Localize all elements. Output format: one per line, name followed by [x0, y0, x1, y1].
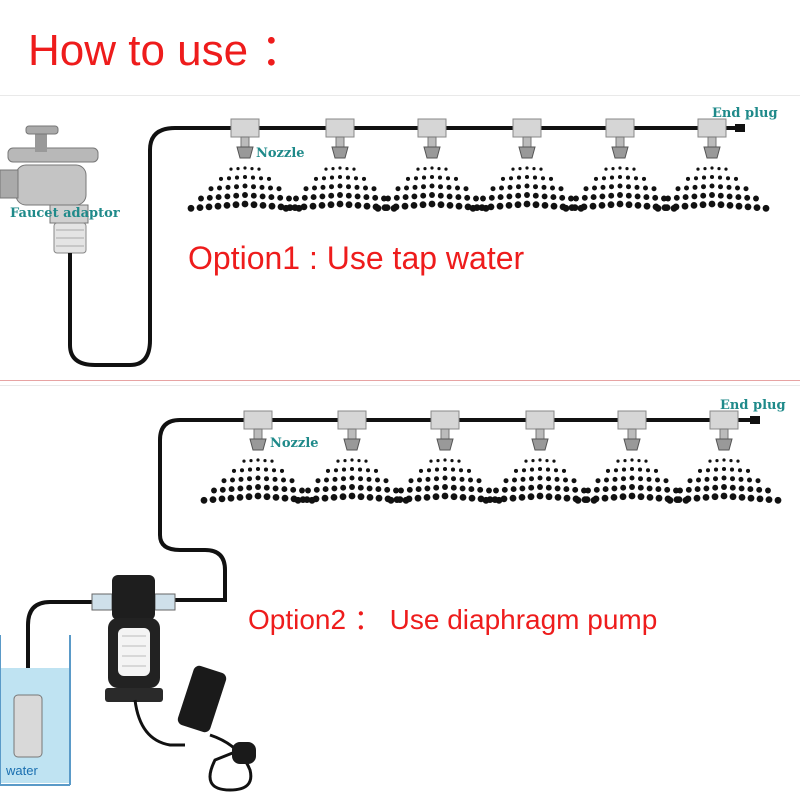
- pipe-inlet: [26, 600, 92, 700]
- end-plug-icon: [735, 124, 745, 132]
- nozzle-label-2: Nozzle: [270, 436, 319, 451]
- spray-mist-icon: [187, 166, 303, 212]
- nozzle-icon: [430, 410, 460, 451]
- pipe-option1: [68, 126, 740, 367]
- nozzle-label: Nozzle: [256, 146, 305, 161]
- nozzle-icon: [605, 118, 635, 159]
- pipe-option2: [158, 418, 755, 602]
- end-plug-label-2: End plug: [720, 398, 786, 413]
- panel-bottom-border: [0, 385, 800, 386]
- panel-top-border: [0, 95, 800, 96]
- spray-mist-icon: [654, 166, 770, 212]
- end-plug-icon-2: [750, 416, 760, 424]
- spray-mist-icon: [482, 458, 598, 504]
- spray-mist-icon: [666, 458, 782, 504]
- nozzle-icon: [697, 118, 727, 159]
- spray-mist-icon: [374, 166, 490, 212]
- spray-mist-icon: [562, 166, 678, 212]
- nozzle-icon: [512, 118, 542, 159]
- nozzle-icon: [337, 410, 367, 451]
- diaphragm-pump-icon: [91, 575, 176, 702]
- option2-text: Option2 ： Use diaphragm pump: [248, 604, 658, 635]
- spray-mist-icon: [282, 166, 398, 212]
- nozzle-icon: [243, 410, 273, 451]
- nozzle-icon: [709, 410, 739, 451]
- power-adapter-icon: [133, 665, 256, 792]
- nozzle-icon: [617, 410, 647, 451]
- nozzle-icon: [230, 118, 260, 159]
- option1-text: Option1 : Use tap water: [188, 240, 525, 276]
- page-title: How to use ：: [28, 26, 305, 75]
- water-tank-icon: [0, 635, 71, 786]
- spray-mist-icon: [387, 458, 503, 504]
- end-plug-label: End plug: [712, 106, 778, 121]
- nozzle-icon: [325, 118, 355, 159]
- spray-mist-icon: [469, 166, 585, 212]
- faucet-adaptor-label: Faucet adaptor: [10, 206, 120, 221]
- faucet-adaptor-icon: [53, 222, 87, 254]
- section-divider: [0, 380, 800, 381]
- water-label: water: [6, 763, 38, 778]
- spray-mist-icon: [574, 458, 690, 504]
- faucet-icon: [0, 125, 99, 224]
- nozzle-icon: [525, 410, 555, 451]
- nozzle-icon: [417, 118, 447, 159]
